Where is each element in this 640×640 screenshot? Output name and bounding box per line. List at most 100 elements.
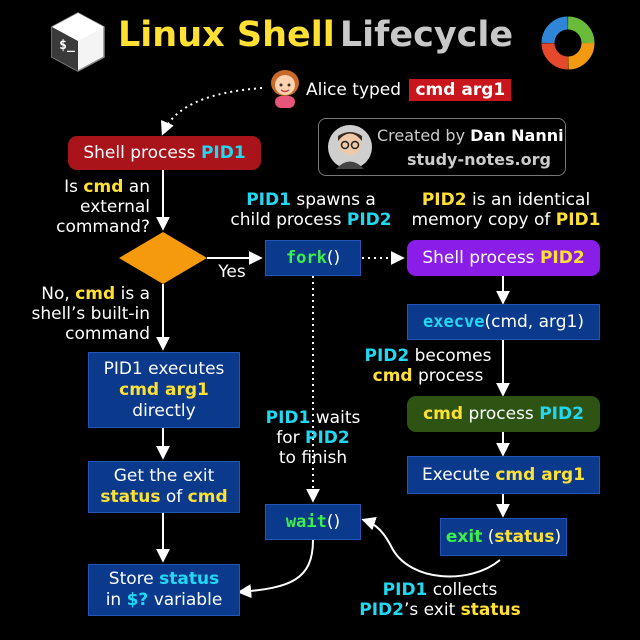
- typed-command: cmd arg1: [409, 79, 512, 101]
- store-status: status: [159, 569, 220, 589]
- dotted-arrow-alice-to-shell: [160, 87, 263, 136]
- get-exit-text: Get the exit: [113, 466, 215, 486]
- cmd-process-pid2: PID2: [539, 403, 584, 424]
- execve-arg: arg1: [538, 311, 578, 332]
- execute-text: Execute: [421, 464, 490, 485]
- wait-parens: (): [326, 511, 341, 532]
- exit-status-box: exit (status): [440, 518, 567, 556]
- shell-pid1-id: PID1: [200, 142, 246, 163]
- store-text: Store: [108, 569, 154, 589]
- identical-pid2: PID2: [421, 190, 467, 210]
- waits-pid2: PID2: [305, 428, 350, 448]
- title-lifecycle: Lifecycle: [339, 15, 514, 55]
- store-status-box: Store status in $? variable: [88, 564, 240, 616]
- execve-call: execve: [423, 311, 485, 332]
- cmd-process-text: process: [468, 403, 534, 424]
- execute-command: cmd arg1: [495, 464, 586, 485]
- store-variable-text: variable: [153, 590, 223, 610]
- fork-call: fork: [285, 247, 327, 268]
- waits-label: PID1 waits for PID2 to finish: [248, 408, 378, 468]
- spawn-child-text: child process: [230, 210, 342, 230]
- arrow-exit-to-wait: [361, 516, 501, 578]
- terminal-prompt-glyph: $_: [59, 38, 75, 53]
- no-is-a: is a: [120, 284, 150, 304]
- decision-diamond: [119, 232, 207, 284]
- decision-question: Is cmd an external command?: [22, 177, 150, 237]
- spawn-text: spawns a: [296, 190, 376, 210]
- no-cmd: cmd: [75, 284, 116, 304]
- store-in: in: [105, 590, 122, 610]
- credit-author: Dan Nanni: [470, 126, 564, 145]
- alice-avatar-icon: [271, 70, 299, 108]
- shell-process-pid1-box: Shell process PID1: [68, 136, 261, 170]
- identical-pid1: PID1: [555, 210, 601, 230]
- get-exit-status: status: [100, 487, 161, 507]
- execve-close-paren: ): [577, 311, 584, 332]
- no-text: No,: [41, 284, 70, 304]
- wait-box: wait(): [265, 504, 361, 540]
- question-an: an: [128, 177, 150, 197]
- no-builtin-label: No, cmd is a shell’s built-in command: [6, 284, 150, 344]
- execve-box: execve(cmd, arg1): [407, 304, 600, 340]
- waits-pid1: PID1: [265, 408, 311, 428]
- question-external: external: [80, 197, 150, 217]
- no-builtin-text: shell’s built-in: [31, 304, 150, 324]
- arrow-wait-to-store: [237, 539, 314, 599]
- exit-close-paren: ): [554, 526, 562, 547]
- executes-text: PID1 executes: [103, 358, 225, 379]
- fork-box: fork(): [265, 240, 361, 276]
- waits-text: waits: [315, 408, 361, 428]
- waits-for: for: [276, 428, 300, 448]
- credit-site: study-notes.org: [407, 150, 551, 169]
- alice-typed-text: Alice typed: [306, 80, 402, 100]
- collects-exit-text: ’s exit: [403, 600, 456, 620]
- spawn-label: PID1 spawns a child process PID2: [206, 190, 416, 230]
- store-variable-name: $?: [126, 590, 149, 610]
- no-command-text: command: [65, 324, 150, 344]
- execute-cmd-box: Execute cmd arg1: [407, 456, 600, 494]
- get-exit-status-box: Get the exit status of cmd: [88, 461, 240, 513]
- waits-finish: to finish: [278, 448, 348, 468]
- shell-pid1-text: Shell process: [83, 142, 196, 163]
- lifecycle-cycle-icon: [541, 16, 595, 70]
- pid1-executes-box: PID1 executes cmd arg1 directly: [88, 352, 240, 428]
- executes-directly: directly: [132, 400, 196, 421]
- fork-parens: (): [326, 247, 341, 268]
- becomes-cmd: cmd: [372, 366, 413, 386]
- terminal-logo: $_: [49, 11, 107, 73]
- shell-pid2-text: Shell process: [422, 247, 535, 268]
- collects-status: status: [460, 600, 521, 620]
- title-linux-shell: Linux Shell: [118, 15, 335, 55]
- collects-label: PID1 collects PID2’s exit status: [340, 580, 540, 620]
- exit-status-word: status: [494, 526, 555, 547]
- yes-label: Yes: [218, 262, 246, 282]
- exit-call: exit: [445, 526, 483, 547]
- question-is: Is: [64, 177, 79, 197]
- author-avatar-icon: [328, 125, 372, 169]
- shell-pid2-id: PID2: [539, 247, 585, 268]
- identical-text: is an identical: [471, 190, 591, 210]
- question-command: command?: [56, 217, 150, 237]
- cmd-process-pid2-box: cmd process PID2: [407, 396, 600, 432]
- spawn-pid1: PID1: [246, 190, 291, 210]
- wait-call: wait: [285, 511, 327, 532]
- get-exit-cmd: cmd: [187, 487, 228, 507]
- identical-copy-label: PID2 is an identical memory copy of PID1: [396, 190, 616, 230]
- collects-text: collects: [432, 580, 498, 600]
- spawn-pid2: PID2: [346, 210, 392, 230]
- becomes-text: becomes: [414, 346, 492, 366]
- becomes-process: process: [418, 366, 484, 386]
- collects-pid2: PID2: [359, 600, 404, 620]
- terminal-hexagon-icon: [51, 12, 105, 72]
- becomes-pid2: PID2: [364, 346, 410, 366]
- becomes-label: PID2 becomes cmd process: [358, 346, 498, 386]
- alice-typed-line: Alice typed cmd arg1: [306, 79, 512, 101]
- exit-open-paren: (: [487, 526, 495, 547]
- executes-command: cmd arg1: [119, 379, 209, 400]
- credit-line-1: Created by Dan Nanni: [377, 126, 564, 145]
- execve-open-paren: (: [484, 311, 492, 332]
- shell-process-pid2-box: Shell process PID2: [407, 240, 600, 276]
- identical-memory-text: memory copy of: [411, 210, 551, 230]
